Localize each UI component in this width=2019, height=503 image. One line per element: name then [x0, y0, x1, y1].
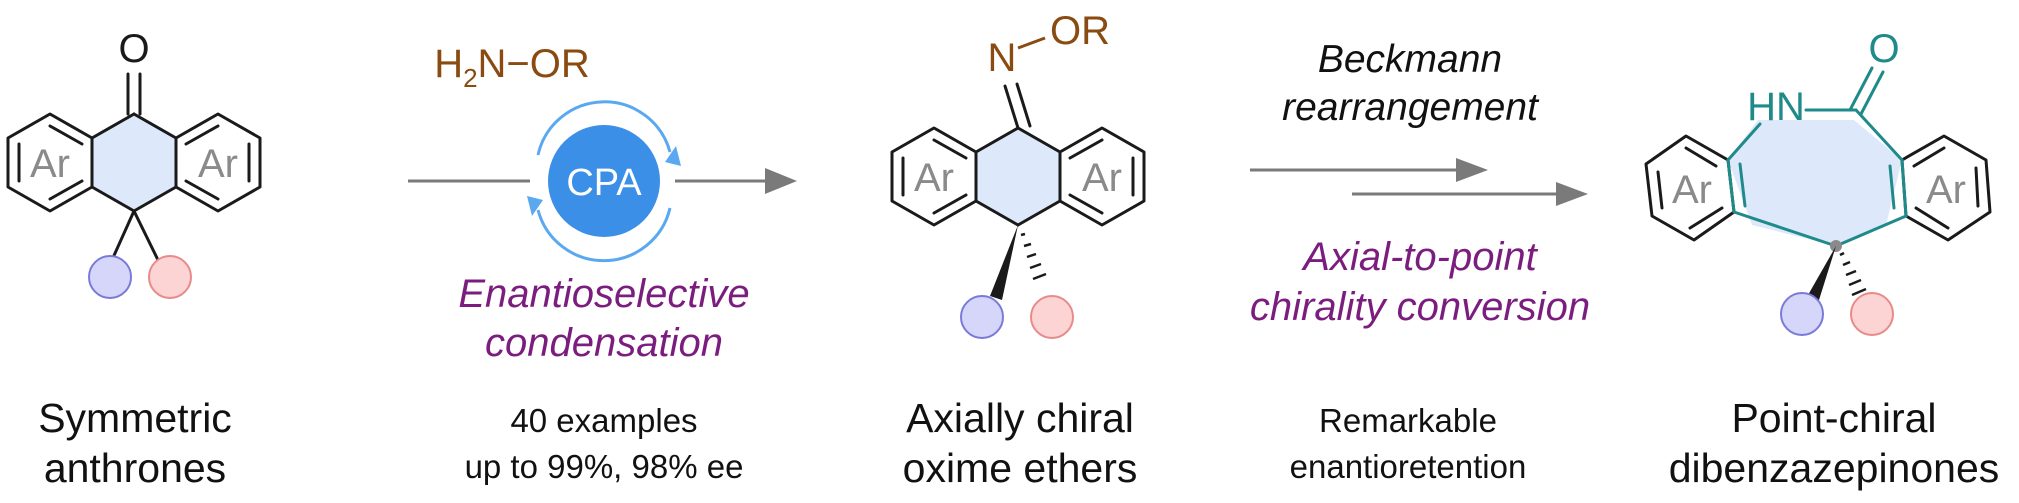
caption-3-line1: Axially chiral: [906, 395, 1134, 441]
caption-2-line1: 40 examples: [510, 402, 697, 439]
oxime-n: N: [988, 36, 1017, 80]
caption-5-line1: Point-chiral: [1731, 395, 1936, 441]
arrow-head-1: [765, 168, 797, 194]
substituent-blue-circle: [88, 255, 132, 299]
hash-bond: [1020, 232, 1047, 281]
oxime-or-group: OR: [1050, 9, 1110, 53]
substituent-red-circle: [148, 255, 192, 299]
condensation-step: H2N−OR CPA Enantioselective condensation: [408, 42, 797, 365]
caption-1-line2: anthrones: [44, 445, 226, 491]
arrow-head-2: [1456, 158, 1488, 182]
caption-2-line2: up to 99%, 98% ee: [465, 448, 744, 485]
captions: Symmetric anthrones 40 examples up to 99…: [38, 395, 1999, 491]
step2-top-line2: rearrangement: [1282, 86, 1540, 129]
oxime-structure: N OR Ar Ar: [890, 9, 1146, 339]
caption-3-line2: oxime ethers: [903, 445, 1138, 491]
recycle-arrows-icon: [527, 100, 681, 263]
caption-1-line1: Symmetric: [38, 395, 232, 441]
arrow-head-3: [1556, 182, 1588, 206]
wedge-bond: [1808, 246, 1836, 300]
step2-bottom-line2: chirality conversion: [1250, 285, 1590, 329]
substituent-red-circle: [1850, 292, 1894, 336]
substituent-blue-circle: [1780, 292, 1824, 336]
wedge-bond: [990, 225, 1018, 300]
beckmann-step: Beckmann rearrangement Axial-to-point ch…: [1250, 38, 1590, 329]
substituent-red-circle: [1030, 295, 1074, 339]
step1-line2: condensation: [485, 321, 723, 365]
oxime-ar-left: Ar: [914, 156, 954, 200]
anthrone-ar-left: Ar: [30, 142, 70, 186]
cpa-catalyst-circle: [548, 125, 660, 237]
step2-top-line1: Beckmann: [1318, 38, 1502, 81]
substituent-blue-circle: [960, 295, 1004, 339]
hash-bond: [1839, 251, 1867, 297]
anthrone-structure: O Ar Ar: [6, 27, 262, 299]
caption-4-line2: enantioretention: [1290, 448, 1527, 485]
step2-bottom-line1: Axial-to-point: [1301, 235, 1538, 279]
caption-5-line2: dibenzazepinones: [1669, 445, 2000, 491]
azepinone-ar-right: Ar: [1926, 168, 1966, 212]
azepinone-ar-left: Ar: [1672, 168, 1712, 212]
reagent-formula: H2N−OR: [434, 42, 590, 93]
cpa-label: CPA: [566, 162, 642, 204]
step1-line1: Enantioselective: [458, 272, 749, 316]
caption-4-line1: Remarkable: [1319, 402, 1497, 439]
anthrone-ar-right: Ar: [198, 142, 238, 186]
azepinone-structure: O HN Ar Ar: [1644, 27, 1992, 336]
azepinone-nh: HN: [1747, 85, 1805, 129]
azepinone-carbonyl-o: O: [1868, 27, 1899, 71]
anthrone-carbonyl-o: O: [118, 27, 149, 71]
oxime-ar-right: Ar: [1082, 156, 1122, 200]
